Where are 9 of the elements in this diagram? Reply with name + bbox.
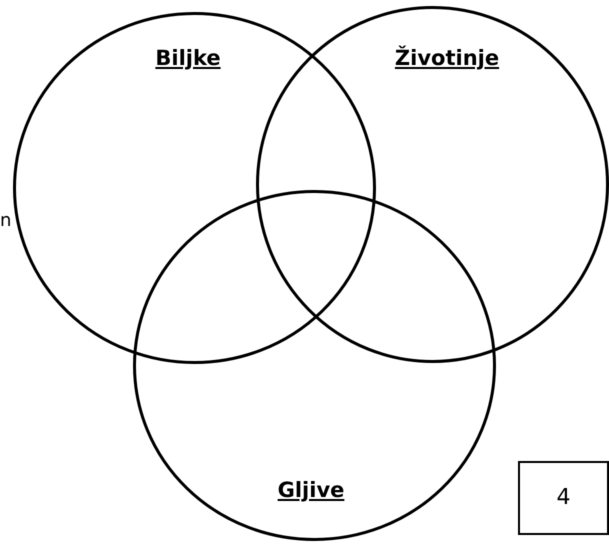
set-title: Biljke — [155, 48, 221, 69]
set-title: Životinje — [394, 48, 500, 69]
set-circle — [133, 190, 496, 541]
set-circle — [13, 12, 376, 364]
cut-off-text: n — [0, 212, 12, 230]
page-number: 4 — [556, 487, 572, 509]
set-title: Gljive — [278, 480, 344, 501]
number-box — [518, 461, 609, 535]
set-circle — [256, 6, 609, 363]
